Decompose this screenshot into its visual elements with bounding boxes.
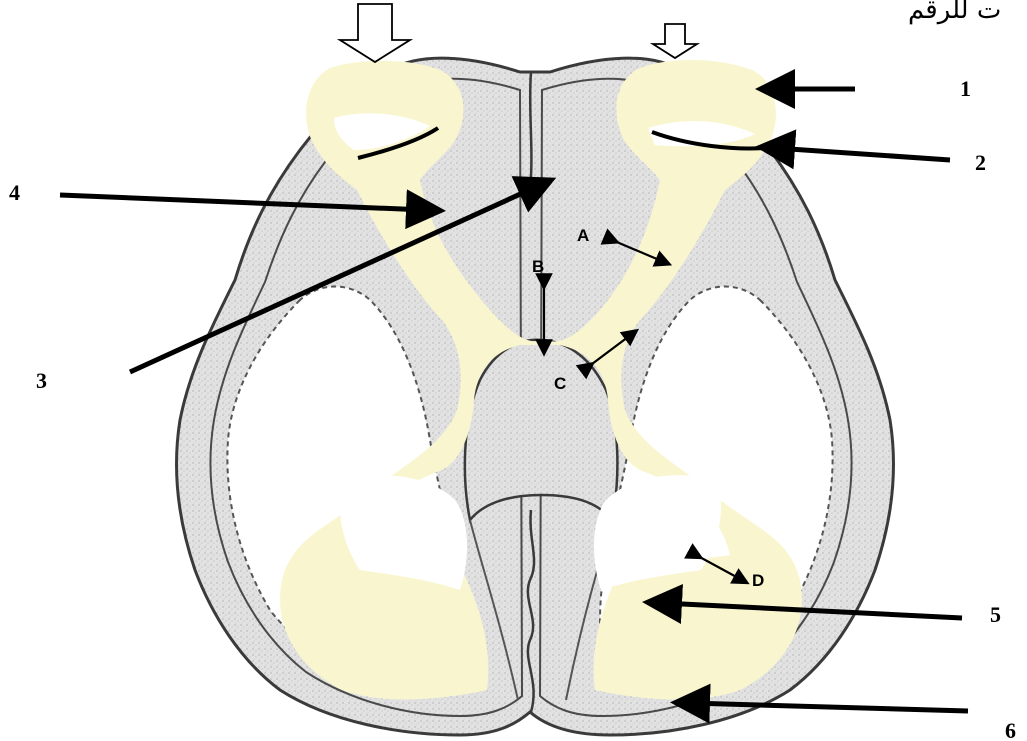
region-label-c: C — [554, 374, 566, 393]
right-hollow-arrow-icon — [653, 24, 697, 58]
callout-number-2: 2 — [975, 150, 986, 175]
region-label-a: A — [577, 226, 589, 245]
callout-number-4: 4 — [9, 180, 20, 205]
left-hollow-arrow-icon — [340, 4, 410, 62]
region-label-b: B — [532, 257, 544, 276]
region-label-d: D — [752, 571, 764, 590]
callout-number-6: 6 — [1005, 718, 1016, 741]
callout-number-3: 3 — [36, 368, 47, 393]
callout-number-5: 5 — [990, 602, 1001, 627]
callout-number-1: 1 — [960, 76, 971, 101]
corner-caption: ت للرقم — [908, 0, 1001, 25]
callout-arrow-2 — [775, 148, 950, 160]
